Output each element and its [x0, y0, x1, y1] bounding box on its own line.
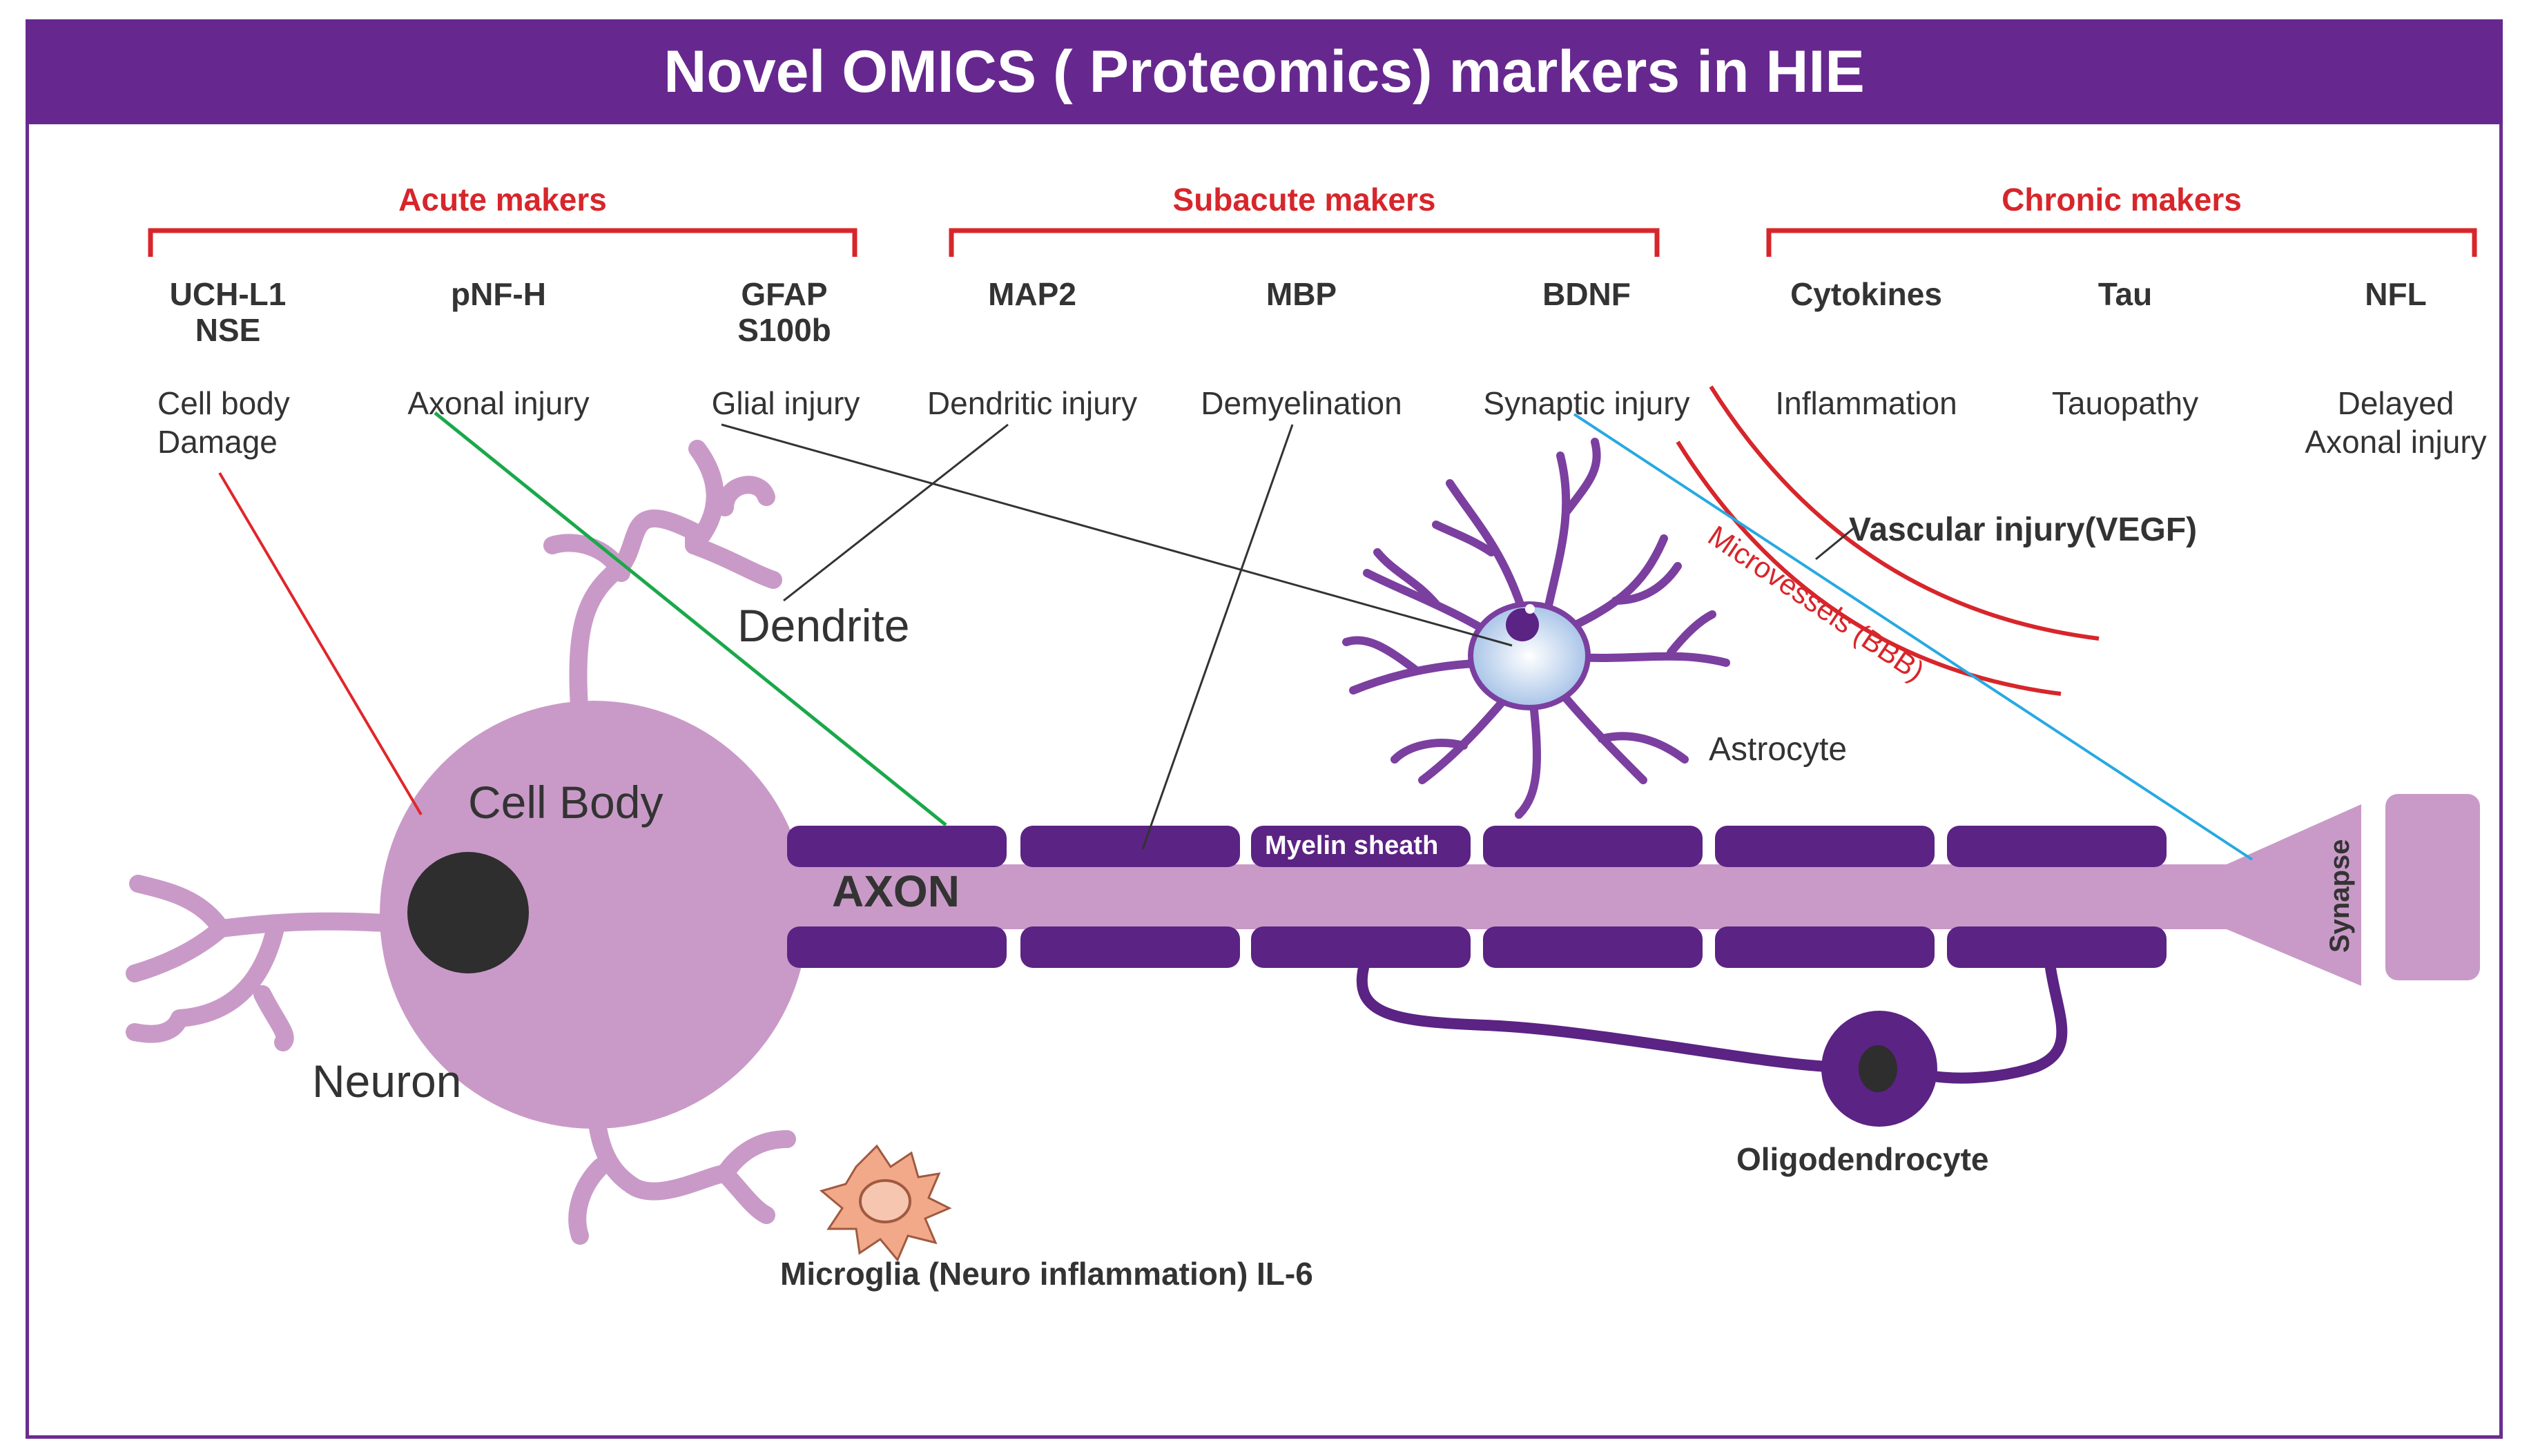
effect-cell-body-damage: Cell body Damage: [157, 385, 290, 460]
axon-shaft: [746, 864, 2237, 929]
effect-synaptic-injury: Synaptic injury: [1483, 385, 1690, 421]
effect-axonal-injury: Axonal injury: [407, 385, 590, 421]
connector-dendritic-injury: [783, 423, 1009, 602]
marker-uchl1-nse: UCH-L1 NSE: [169, 276, 287, 348]
subacute-markers-label: Subacute makers: [1172, 182, 1436, 217]
axon-label: AXON: [832, 866, 960, 916]
connector-demyelination: [1141, 424, 1294, 850]
astrocyte: [1342, 438, 1730, 819]
acute-bracket: [148, 228, 857, 257]
nucleus: [407, 852, 529, 973]
effect-delayed-axonal-injury: Delayed Axonal injury: [2305, 385, 2487, 460]
connector-synaptic-injury: [1573, 413, 2254, 861]
synapse-label: Synapse: [2325, 839, 2355, 953]
marker-pnfh: pNF-H: [451, 276, 546, 312]
postsynaptic-terminal: [2385, 794, 2480, 980]
neuron-label: Neuron: [312, 1056, 462, 1107]
effect-demyelination: Demyelination: [1201, 385, 1402, 421]
oligodendrocyte: [1356, 962, 2068, 1127]
neuron-dendrites: [126, 440, 796, 1245]
diagram-title: Novel OMICS ( Proteomics) markers in HIE: [26, 19, 2503, 124]
marker-bdnf: BDNF: [1542, 276, 1631, 312]
microglia: [819, 1144, 952, 1262]
marker-nfl: NFL: [2365, 276, 2427, 312]
effect-dendritic-injury: Dendritic injury: [927, 385, 1138, 421]
connector-cell-body: [218, 472, 423, 816]
myelin-sheath-label: Myelin sheath: [1265, 831, 1439, 860]
acute-markers-label: Acute makers: [398, 182, 607, 217]
chronic-bracket: [1766, 228, 2477, 257]
marker-mbp: MBP: [1266, 276, 1337, 312]
connector-vascular-injury: [1815, 527, 1854, 561]
cell-body: [380, 701, 808, 1129]
vascular-injury-label: Vascular injury(VEGF): [1849, 512, 2198, 548]
marker-cytokines: Cytokines: [1790, 276, 1942, 312]
connector-glial-injury: [721, 423, 1513, 647]
marker-gfap-s100b: GFAP S100b: [737, 276, 831, 348]
microglia-label: Microglia (Neuro inflammation) IL-6: [780, 1256, 1313, 1292]
microvessel-outer: [1709, 385, 2100, 641]
chronic-markers-label: Chronic makers: [2002, 182, 2242, 217]
oligodendrocyte-label: Oligodendrocyte: [1736, 1141, 1989, 1177]
marker-map2: MAP2: [988, 276, 1076, 312]
cell-body-label: Cell Body: [468, 777, 663, 828]
dendrite-label: Dendrite: [737, 600, 910, 651]
connector-axonal-injury: [434, 411, 947, 826]
microvessel-inner: [1676, 440, 2062, 696]
effect-glial-injury: Glial injury: [711, 385, 860, 421]
subacute-bracket: [949, 228, 1660, 257]
marker-tau: Tau: [2097, 276, 2153, 312]
myelin-sheaths: [787, 826, 2167, 968]
effect-tauopathy: Tauopathy: [2051, 385, 2199, 421]
astrocyte-label: Astrocyte: [1709, 731, 1848, 768]
effect-inflammation: Inflammation: [1775, 385, 1957, 421]
synapse-terminal: [2227, 804, 2361, 986]
